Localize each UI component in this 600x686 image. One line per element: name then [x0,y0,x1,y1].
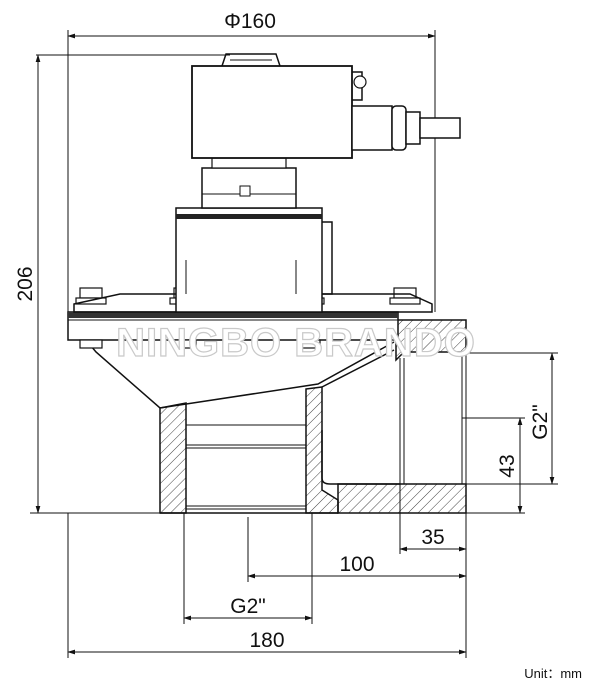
overall-length-label: 180 [249,629,284,652]
upper-housing [175,157,333,313]
valve-body [85,319,467,514]
diameter-dimension: Φ160 [67,10,436,322]
outlet-thread-label: G2" [529,404,552,439]
outlet-offset-dimension: 43 [462,417,525,514]
inlet-thread-label: G2" [230,595,265,618]
outlet-thread-dimension: G2" [462,352,558,485]
unit-label: Unit：mm [524,666,582,681]
inlet-depth-label: 35 [421,526,444,549]
height-label: 206 [14,266,37,301]
center-distance-dimension: 100 [247,517,467,582]
solenoid-coil [191,53,461,159]
outlet-offset-label: 43 [496,454,519,477]
watermark: NINGBO BRANDO [116,321,476,365]
cable-gland [351,105,461,151]
center-distance-label: 100 [339,553,374,576]
diameter-label: Φ160 [224,10,276,33]
inlet-thread-dimension: G2" [183,513,313,624]
overall-length-dimension: 180 [67,484,467,658]
